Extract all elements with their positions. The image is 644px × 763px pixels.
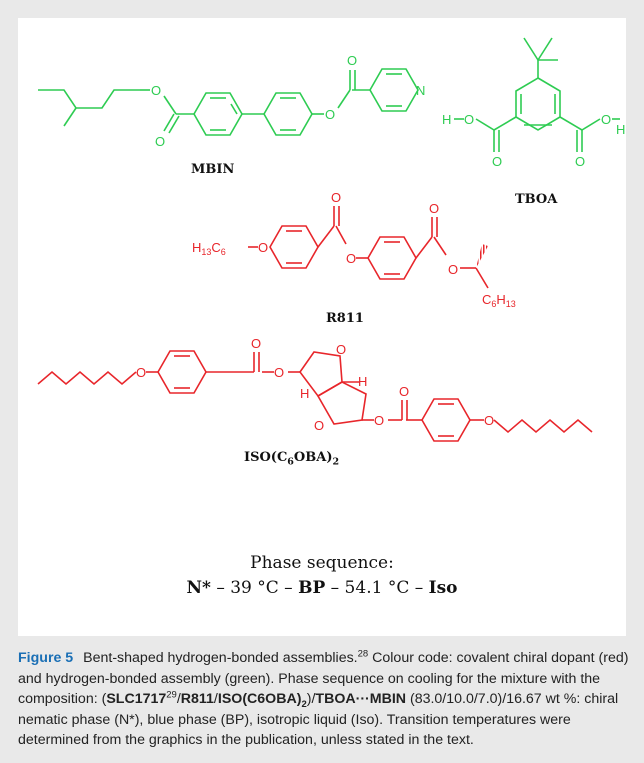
r811-label: R811 <box>326 311 364 326</box>
mbin-o1-atom: O <box>151 83 161 98</box>
figure-number: Figure 5 <box>18 650 74 666</box>
tboa-o1-atom: O <box>464 112 474 127</box>
iso-o3-atom: O <box>274 365 284 380</box>
iso-structure <box>37 350 593 442</box>
mbin-o3-atom: O <box>325 107 335 122</box>
r811-structure <box>248 206 489 289</box>
phase-sequence-title: Phase sequence: <box>250 553 394 573</box>
r811-hashed-bond <box>476 244 488 268</box>
tboa-h1-atom: H <box>442 112 451 127</box>
iso-o8-atom: O <box>484 413 494 428</box>
phase-bp: BP <box>298 578 326 598</box>
tboa-o3-atom: O <box>575 154 585 169</box>
phase-iso: Iso <box>428 578 458 598</box>
iso-label: ISO(C6OBA)2 <box>244 450 340 468</box>
r811-o1-atom: O <box>258 240 268 255</box>
figure-caption: Figure 5 Bent-shaped hydrogen-bonded ass… <box>18 648 629 748</box>
tboa-o2-atom: O <box>492 154 502 169</box>
chemical-structures: O O O O N <box>37 37 625 442</box>
r811-o3-atom: O <box>346 251 356 266</box>
iso-o1-atom: O <box>136 365 146 380</box>
iso-o2-atom: O <box>251 336 261 351</box>
iso-o4-atom: O <box>336 342 346 357</box>
r811-o4-atom: O <box>429 201 439 216</box>
r811-o5-atom: O <box>448 262 458 277</box>
r811-h13c6-group: H13C6 <box>192 240 226 257</box>
phase-sequence: N* – 39 °C – BP – 54.1 °C – Iso <box>18 578 626 598</box>
iso-h2-atom: H <box>300 386 309 401</box>
mbin-o4-atom: O <box>347 53 357 68</box>
tboa-h2-atom: H <box>616 122 625 137</box>
tboa-structure <box>454 37 620 152</box>
tboa-label: TBOA <box>515 192 558 207</box>
phase-t1: – 39 °C – <box>216 578 293 598</box>
iso-o6-atom: O <box>374 413 384 428</box>
phase-t2: – 54.1 °C – <box>330 578 424 598</box>
iso-h1-atom: H <box>358 374 367 389</box>
chemical-scheme-panel: O O O O N <box>18 18 626 636</box>
iso-o7-atom: O <box>399 384 409 399</box>
r811-o2-atom: O <box>331 190 341 205</box>
mbin-o2-atom: O <box>155 134 165 149</box>
mbin-label: MBIN <box>191 162 235 177</box>
mbin-n-atom: N <box>416 83 425 98</box>
tboa-o4-atom: O <box>601 112 611 127</box>
r811-c6h13-group: C6H13 <box>482 292 516 309</box>
mbin-structure <box>38 68 419 136</box>
iso-o5-atom: O <box>314 418 324 433</box>
phase-n-star: N* <box>186 578 211 598</box>
